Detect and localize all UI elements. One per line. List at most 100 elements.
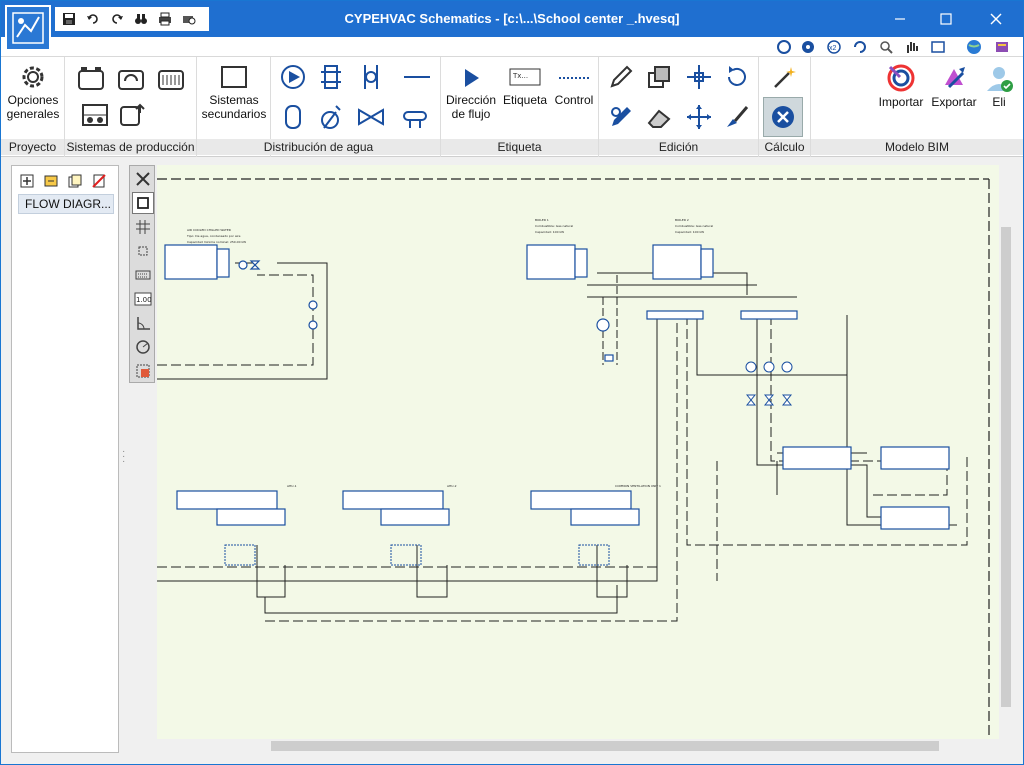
etiqueta-label: Etiqueta — [502, 93, 548, 107]
etiqueta-button[interactable]: Tx... Etiqueta — [501, 65, 549, 107]
binoculars-icon[interactable] — [131, 9, 151, 29]
importar-button[interactable]: Importar — [875, 63, 927, 109]
pan-hand-icon[interactable] — [903, 38, 921, 56]
sistemas-label-1: Sistemas — [209, 93, 259, 107]
opciones-generales-button[interactable]: Opciones generales — [5, 63, 61, 121]
gear-icon — [22, 66, 44, 88]
globe-icon[interactable] — [965, 38, 983, 56]
numeric-value-icon[interactable]: 1.00 — [132, 288, 154, 310]
move-icon[interactable] — [683, 61, 715, 93]
group-label-bim: Modelo BIM — [811, 139, 1023, 155]
keyboard-icon[interactable] — [132, 264, 154, 286]
group-etiqueta: Dirección de flujo Tx... Etiqueta Contro… — [441, 57, 599, 157]
tools-icon[interactable] — [132, 168, 154, 190]
eli-button[interactable]: Eli — [981, 63, 1017, 109]
panel-splitter[interactable]: ··· — [122, 446, 126, 467]
group-label-produccion: Sistemas de producción — [65, 139, 196, 155]
vertical-scrollbar[interactable] — [999, 165, 1013, 739]
vertical-scroll-thumb[interactable] — [1001, 227, 1011, 707]
close-button[interactable] — [973, 1, 1019, 37]
angle-icon[interactable] — [132, 312, 154, 334]
control-label: Control — [554, 93, 594, 107]
pump-icon[interactable] — [277, 61, 309, 93]
group-label-calculo: Cálculo — [759, 139, 810, 155]
edit-sheet-icon[interactable] — [42, 172, 60, 190]
maximize-button[interactable] — [923, 1, 969, 37]
print-icon[interactable] — [155, 9, 175, 29]
drawing-toolbar: 1.00 — [129, 165, 155, 383]
undo-icon[interactable] — [83, 9, 103, 29]
group-bim: Importar Exportar Eli Modelo BIM — [811, 57, 1023, 157]
svg-text:Tipo: De agua, condensado por: Tipo: De agua, condensado por aire — [186, 234, 241, 238]
direccion-flujo-button[interactable]: Dirección de flujo — [443, 65, 499, 121]
control-dashed-icon — [559, 77, 589, 79]
import-icon — [887, 64, 915, 92]
group-label-edicion: Edición — [599, 139, 758, 155]
sistemas-secundarios-button[interactable]: Sistemas secundarios — [201, 63, 267, 121]
chiller-icon[interactable] — [75, 63, 107, 95]
minimize-button[interactable] — [877, 1, 923, 37]
eli-label: Eli — [992, 95, 1006, 109]
collector-icon[interactable] — [399, 101, 431, 133]
ribbon: Opciones generales Proyecto Sistemas de … — [1, 57, 1023, 157]
svg-text:Combustible: Gas natural: Combustible: Gas natural — [675, 224, 713, 228]
rotate-icon[interactable] — [721, 61, 753, 93]
group-label-distribucion: Distribución de agua — [197, 139, 440, 155]
help-book-icon[interactable] — [993, 38, 1011, 56]
svg-text:x2: x2 — [829, 45, 837, 52]
schematics-tree-panel: FLOW DIAGR... — [11, 165, 119, 753]
magic-wand-icon[interactable] — [769, 61, 801, 93]
thermostatic-valve-icon[interactable] — [315, 101, 347, 133]
horizontal-scrollbar[interactable] — [157, 739, 999, 753]
copy-icon[interactable] — [643, 61, 675, 93]
save-icon[interactable] — [59, 9, 79, 29]
brush-icon[interactable] — [721, 101, 753, 133]
group-label-etiqueta: Etiqueta — [441, 139, 598, 155]
print-preview-icon[interactable] — [179, 9, 199, 29]
tree-item-flow-diagram[interactable]: FLOW DIAGR... — [18, 194, 114, 214]
air-handler-icon[interactable] — [79, 99, 111, 131]
horizontal-scroll-thumb[interactable] — [271, 741, 939, 751]
valve-icon[interactable] — [355, 101, 387, 133]
layers-icon[interactable] — [132, 360, 154, 382]
svg-text:BOILER 2: BOILER 2 — [675, 218, 689, 222]
heat-pump-icon[interactable] — [115, 63, 147, 95]
control-button[interactable]: Control — [551, 65, 597, 107]
flow-meter-icon[interactable] — [355, 61, 387, 93]
grid-icon[interactable] — [132, 216, 154, 238]
cooling-tower-icon[interactable] — [155, 63, 187, 95]
group-distribucion: Distribución de agua — [197, 57, 441, 157]
zoom-all-icon[interactable] — [799, 38, 817, 56]
edit-properties-icon[interactable] — [605, 101, 637, 133]
group-proyecto: Opciones generales Proyecto — [1, 57, 65, 157]
zoom-x2-icon[interactable]: x2 — [825, 38, 843, 56]
heat-exchanger-icon[interactable] — [315, 61, 347, 93]
calculate-x-icon — [772, 106, 794, 128]
drawing-canvas[interactable]: AIR COOLED CHILLED WATER Tipo: De agua, … — [157, 165, 999, 739]
zoom-previous-icon[interactable] — [851, 38, 869, 56]
add-sheet-icon[interactable] — [18, 172, 36, 190]
delete-sheet-icon[interactable] — [90, 172, 108, 190]
rectangle-select-icon[interactable] — [132, 192, 154, 214]
calculate-button[interactable] — [763, 97, 803, 137]
pipe-line-icon[interactable] — [401, 61, 433, 93]
measure-icon[interactable] — [132, 336, 154, 358]
copy-sheet-icon[interactable] — [66, 172, 84, 190]
snap-icon[interactable] — [132, 240, 154, 262]
app-logo-icon[interactable] — [5, 5, 51, 51]
tank-icon[interactable] — [277, 101, 309, 133]
importar-label: Importar — [878, 95, 924, 109]
svg-text:BOILER 1: BOILER 1 — [535, 218, 549, 222]
eraser-icon[interactable] — [643, 101, 675, 133]
exportar-button[interactable]: Exportar — [929, 63, 979, 109]
secondary-system-icon — [221, 66, 247, 88]
screen-icon[interactable] — [929, 38, 947, 56]
boiler-icon[interactable] — [115, 99, 147, 131]
opciones-label-1: Opciones — [7, 93, 59, 107]
pencil-icon[interactable] — [605, 61, 637, 93]
zoom-window-icon[interactable] — [877, 38, 895, 56]
move-cross-icon[interactable] — [683, 101, 715, 133]
group-label-proyecto: Proyecto — [1, 139, 64, 155]
rotate-view-icon[interactable] — [775, 38, 793, 56]
redo-icon[interactable] — [107, 9, 127, 29]
